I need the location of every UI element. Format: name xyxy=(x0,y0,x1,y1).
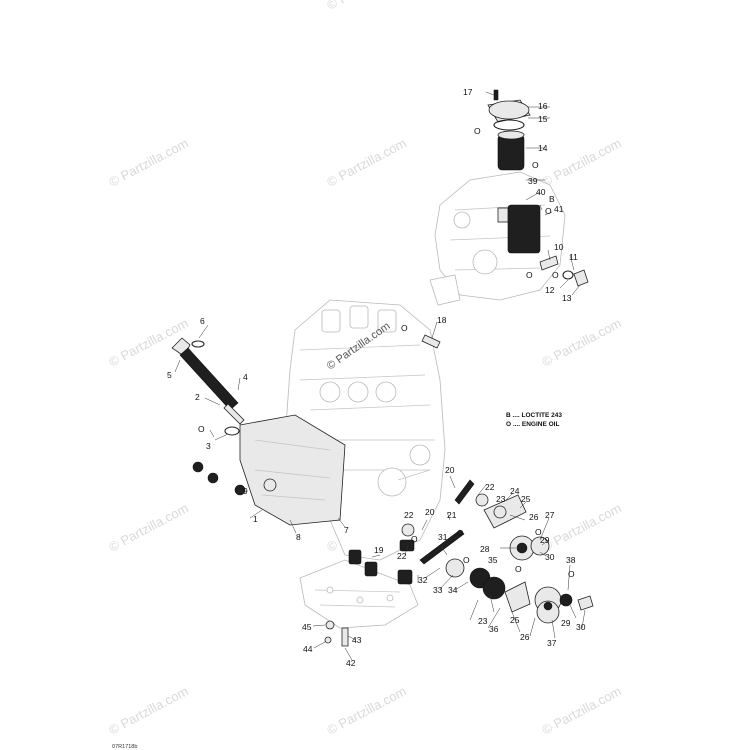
watermark: © Partzilla.com xyxy=(539,683,623,737)
callout-17: 17 xyxy=(463,87,473,97)
compound-symbols: O O B O O O O O O O O O O O xyxy=(198,126,575,579)
callout-28: 28 xyxy=(480,544,490,554)
watermark: © Partzilla.com xyxy=(324,0,408,13)
callout-12: 12 xyxy=(545,285,555,295)
callout-labels: 17 16 15 14 39 40 41 10 11 12 13 18 6 5 … xyxy=(167,87,586,668)
callout-39: 39 xyxy=(528,176,538,186)
symbol-oil: O xyxy=(474,126,481,136)
callout-29-upper: 29 xyxy=(540,535,550,545)
symbol-oil: O xyxy=(515,564,522,574)
legend-loctite: B .... LOCTITE 243 xyxy=(506,412,562,419)
callout-16: 16 xyxy=(538,101,548,111)
symbol-oil: O xyxy=(463,555,470,565)
module-part xyxy=(497,204,541,254)
callout-20-lower: 20 xyxy=(425,507,435,517)
symbol-oil: O xyxy=(401,323,408,333)
drain-bolts xyxy=(324,620,349,647)
lower-plugs xyxy=(348,549,413,585)
legend-engine-oil: O .... ENGINE OIL xyxy=(506,421,559,428)
callout-33: 33 xyxy=(433,585,443,595)
watermark: © Partzilla.com xyxy=(539,135,623,189)
callout-32: 32 xyxy=(418,575,428,585)
callout-37: 37 xyxy=(547,638,557,648)
callout-14: 14 xyxy=(538,143,548,153)
callout-4: 4 xyxy=(243,372,248,382)
symbol-oil: O xyxy=(526,270,533,280)
callout-10: 10 xyxy=(554,242,564,252)
callout-42: 42 xyxy=(346,658,356,668)
callout-20-upper: 20 xyxy=(445,465,455,475)
callout-18: 18 xyxy=(437,315,447,325)
watermark: © Partzilla.com xyxy=(324,683,408,737)
callout-22-upper: 22 xyxy=(485,482,495,492)
callout-21: 21 xyxy=(447,510,457,520)
callout-41: 41 xyxy=(554,204,564,214)
callout-26-upper: 26 xyxy=(529,512,539,522)
side-cover-part xyxy=(239,414,346,526)
callout-2: 2 xyxy=(195,392,200,402)
symbol-oil: O xyxy=(535,527,542,537)
watermark: © Partzilla.com xyxy=(106,683,190,737)
callout-6: 6 xyxy=(200,316,205,326)
callout-8: 8 xyxy=(296,532,301,542)
symbol-loctite: B xyxy=(549,194,555,204)
callout-43: 43 xyxy=(352,635,362,645)
watermark: © Partzilla.com xyxy=(324,135,408,189)
callout-35: 35 xyxy=(488,555,498,565)
callout-15: 15 xyxy=(538,114,548,124)
callout-34: 34 xyxy=(448,585,458,595)
oil-pan-ghost xyxy=(299,559,419,629)
callout-7: 7 xyxy=(344,525,349,535)
oil-filter-assembly xyxy=(487,89,531,171)
callout-26-lower: 26 xyxy=(520,632,530,642)
watermark: © Partzilla.com xyxy=(106,135,190,189)
callout-31: 31 xyxy=(438,532,448,542)
callout-45: 45 xyxy=(302,622,312,632)
callout-24: 24 xyxy=(510,486,520,496)
callout-27: 27 xyxy=(545,510,555,520)
callout-38: 38 xyxy=(566,555,576,565)
rubber-plugs xyxy=(192,461,246,496)
callout-25-lower: 25 xyxy=(510,615,520,625)
callout-30-upper: 30 xyxy=(545,552,555,562)
callout-44: 44 xyxy=(303,644,313,654)
symbol-oil: O xyxy=(198,424,205,434)
callout-13: 13 xyxy=(562,293,572,303)
cover-housing-ghost xyxy=(429,171,566,306)
fitting-parts xyxy=(539,255,589,287)
callout-11: 11 xyxy=(569,252,578,262)
symbol-oil: O xyxy=(532,160,539,170)
callout-22-lower: 22 xyxy=(397,551,407,561)
bolt-part xyxy=(421,334,441,349)
callout-23-upper: 23 xyxy=(496,494,506,504)
reference-code: 07R1718b xyxy=(112,744,137,750)
symbol-oil: O xyxy=(411,534,418,544)
legend: B .... LOCTITE 243 O .... ENGINE OIL xyxy=(506,412,562,428)
callout-29-lower: 29 xyxy=(561,618,571,628)
callout-25-upper: 25 xyxy=(521,494,531,504)
watermark: © Partzilla.com xyxy=(106,500,190,554)
oil-pump-parts xyxy=(399,479,594,624)
callout-9: 9 xyxy=(243,486,248,496)
symbol-oil: O xyxy=(457,528,464,538)
leader-lines xyxy=(174,91,586,661)
symbol-oil: O xyxy=(552,270,559,280)
callout-36: 36 xyxy=(489,624,499,634)
watermark: © Partzilla.com xyxy=(539,315,623,369)
callout-5: 5 xyxy=(167,370,172,380)
symbol-oil: O xyxy=(545,206,552,216)
callout-1: 1 xyxy=(253,514,258,524)
callout-23-lower: 23 xyxy=(478,616,488,626)
symbol-oil: O xyxy=(568,569,575,579)
callout-30-lower: 30 xyxy=(576,622,586,632)
watermark: © Partzilla.com xyxy=(539,500,623,554)
dipstick-tube-part xyxy=(171,337,245,436)
callout-22-mid: 22 xyxy=(404,510,414,520)
callout-3: 3 xyxy=(206,441,211,451)
callout-19: 19 xyxy=(374,545,384,555)
callout-40: 40 xyxy=(536,187,546,197)
